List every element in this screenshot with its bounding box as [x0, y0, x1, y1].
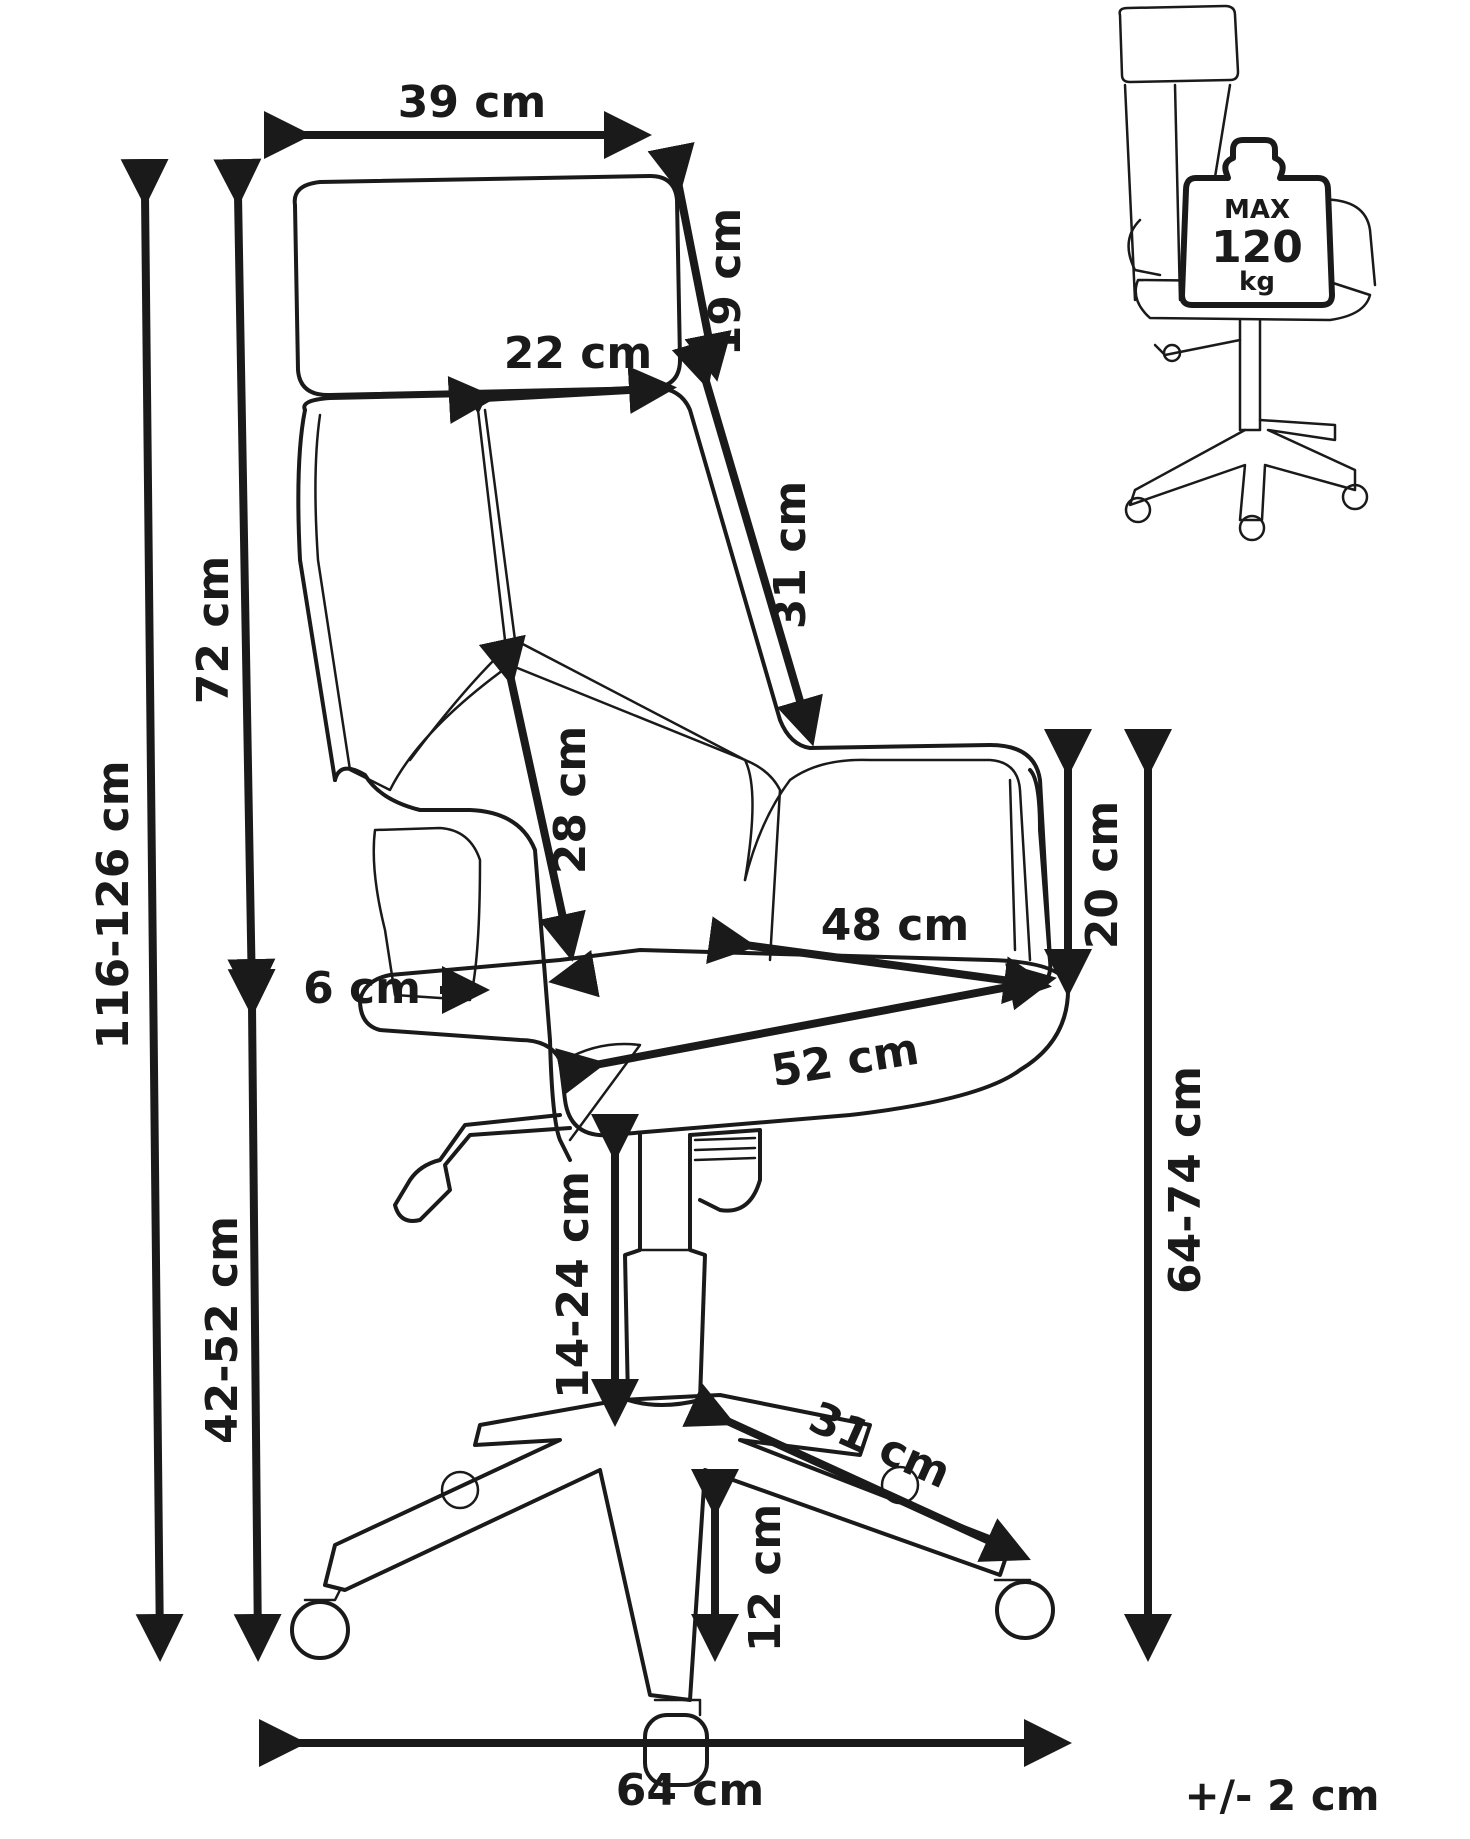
- armrest-height-label: 20 cm: [1077, 801, 1128, 949]
- seat-depth-label: 48 cm: [821, 900, 969, 951]
- weight-icon: [1179, 137, 1335, 308]
- armrest-floor-height-label: 64-74 cm: [1160, 1066, 1211, 1294]
- dimension-arrows: [120, 111, 1172, 1767]
- backrest-upper-width-label: 22 cm: [504, 328, 652, 379]
- base-height-label: 12 cm: [740, 1504, 791, 1652]
- gas-lift-range-label: 14-24 cm: [548, 1171, 599, 1399]
- total-height-label: 116-126 cm: [88, 760, 139, 1049]
- weight-value-label: 120: [1211, 222, 1303, 273]
- caster-back-left: [440, 1470, 480, 1510]
- seat-height-label: 42-52 cm: [197, 1216, 248, 1444]
- seat-width-label: 52 cm: [768, 1024, 923, 1098]
- headrest-width-label: 39 cm: [398, 77, 546, 128]
- gas-lift: [623, 1133, 707, 1407]
- backrest: [302, 385, 1052, 962]
- weight-unit-label: kg: [1239, 267, 1275, 297]
- lumbar-height-label: 28 cm: [545, 726, 596, 874]
- total-height-upper-label: 72 cm: [188, 556, 239, 704]
- caster-left: [290, 1588, 350, 1660]
- armrest-width-label: 6 cm: [303, 963, 421, 1014]
- weight-max-label: MAX: [1224, 195, 1290, 225]
- tolerance-label: +/- 2 cm: [1184, 1771, 1379, 1820]
- base-leg-label: 31 cm: [802, 1392, 958, 1499]
- headrest-height-label: 19 cm: [700, 208, 751, 356]
- backrest-upper-length-label: 31 cm: [765, 481, 816, 629]
- height-lever: [393, 1113, 572, 1223]
- weight-badge: MAX 120 kg: [1179, 137, 1335, 308]
- caster-right: [993, 1578, 1055, 1640]
- base-width-label: 64 cm: [616, 1765, 764, 1816]
